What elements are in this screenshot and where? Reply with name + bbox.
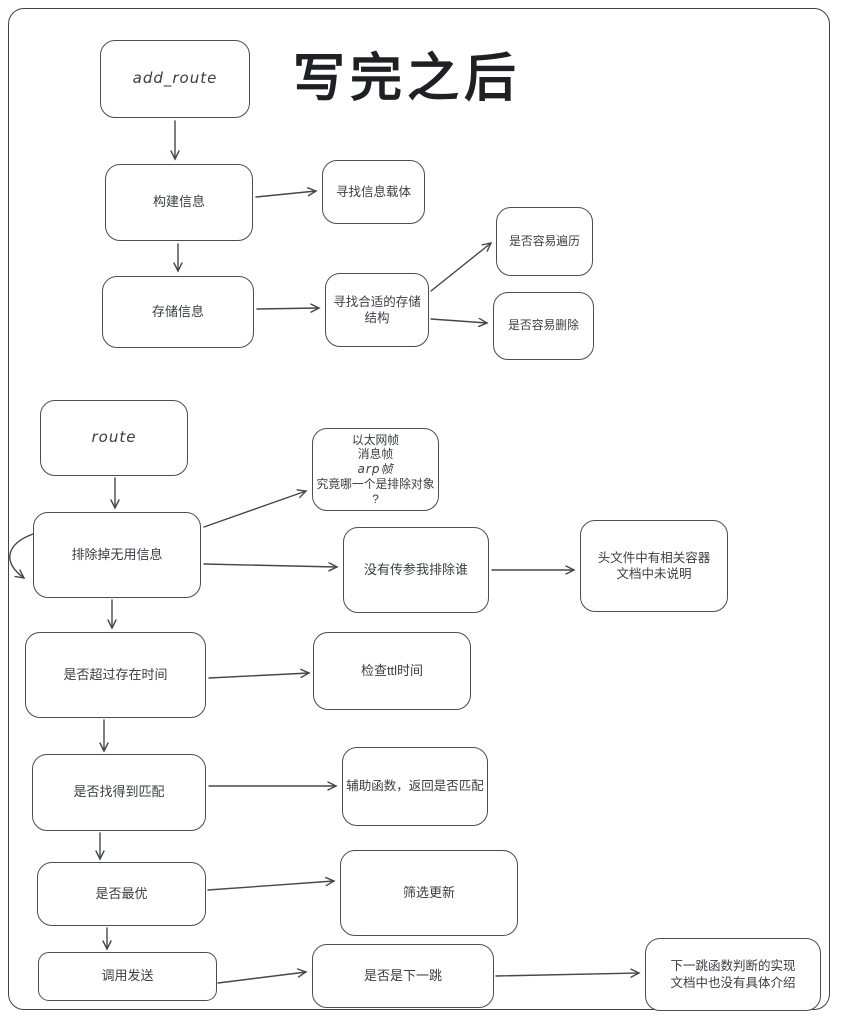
node-add-route-label: add_route	[132, 69, 218, 88]
node-check-ttl-label: 检查ttl时间	[360, 662, 424, 678]
node-find-storage[interactable]: 寻找合适的存储结构	[325, 273, 429, 347]
node-frame-question[interactable]: 以太网帧 消息帧 arp帧 究竟哪一个是排除对象 ?	[312, 428, 439, 511]
node-call-send[interactable]: 调用发送	[38, 952, 217, 1001]
node-build-info-label: 构建信息	[152, 194, 205, 210]
node-match-found-label: 是否找得到匹配	[73, 784, 165, 800]
outer-frame	[8, 8, 830, 1010]
node-exclude-useless-label: 排除掉无用信息	[71, 546, 163, 562]
node-no-param[interactable]: 没有传参我排除谁	[343, 527, 489, 613]
node-easy-traverse[interactable]: 是否容易遍历	[496, 207, 593, 276]
node-easy-delete[interactable]: 是否容易删除	[493, 292, 594, 360]
node-easy-traverse-label: 是否容易遍历	[509, 233, 580, 248]
node-find-carrier[interactable]: 寻找信息载体	[322, 160, 425, 224]
node-frame-question-line: arp帧	[357, 462, 394, 476]
node-helper-func[interactable]: 辅助函数，返回是否匹配	[342, 747, 488, 826]
node-next-hop-impl[interactable]: 下一跳函数判断的实现 文档中也没有具体介绍	[645, 938, 821, 1011]
node-add-route[interactable]: add_route	[100, 40, 250, 118]
node-header-container-line: 文档中未说明	[616, 567, 692, 581]
node-is-next-hop-label: 是否是下一跳	[363, 967, 442, 983]
node-find-carrier-label: 寻找信息载体	[335, 184, 411, 199]
node-frame-question-line: 究竟哪一个是排除对象	[316, 477, 435, 491]
node-call-send-label: 调用发送	[101, 968, 154, 984]
node-route[interactable]: route	[40, 400, 188, 476]
node-frame-question-line: 以太网帧	[351, 432, 400, 447]
node-frame-question-line: 消息帧	[357, 447, 394, 462]
node-check-ttl[interactable]: 检查ttl时间	[313, 632, 471, 710]
node-ttl-exceed[interactable]: 是否超过存在时间	[25, 632, 206, 718]
node-filter-update-label: 筛选更新	[402, 884, 455, 900]
diagram-title: 写完之后	[293, 50, 522, 108]
node-next-hop-impl-line: 下一跳函数判断的实现	[670, 959, 796, 974]
node-header-container-line: 头文件中有相关容器	[597, 550, 711, 565]
node-frame-question-line: ?	[372, 491, 379, 506]
node-store-info[interactable]: 存储信息	[102, 276, 254, 348]
node-no-param-label: 没有传参我排除谁	[363, 561, 468, 577]
node-exclude-useless[interactable]: 排除掉无用信息	[33, 512, 201, 598]
node-filter-update[interactable]: 筛选更新	[340, 850, 518, 936]
node-ttl-exceed-label: 是否超过存在时间	[63, 666, 168, 682]
node-helper-func-label: 辅助函数，返回是否匹配	[346, 779, 484, 794]
node-next-hop-impl-line: 文档中也没有具体介绍	[670, 975, 796, 990]
node-is-optimal-label: 是否最优	[95, 885, 148, 901]
node-match-found[interactable]: 是否找得到匹配	[32, 754, 206, 831]
node-easy-delete-label: 是否容易删除	[508, 318, 579, 333]
node-store-info-label: 存储信息	[151, 303, 204, 319]
node-header-container[interactable]: 头文件中有相关容器 文档中未说明	[580, 520, 728, 612]
node-build-info[interactable]: 构建信息	[105, 164, 253, 241]
node-find-storage-label: 寻找合适的存储结构	[333, 294, 421, 325]
node-is-next-hop[interactable]: 是否是下一跳	[312, 944, 494, 1008]
node-route-label: route	[91, 428, 137, 447]
node-is-optimal[interactable]: 是否最优	[37, 862, 206, 926]
